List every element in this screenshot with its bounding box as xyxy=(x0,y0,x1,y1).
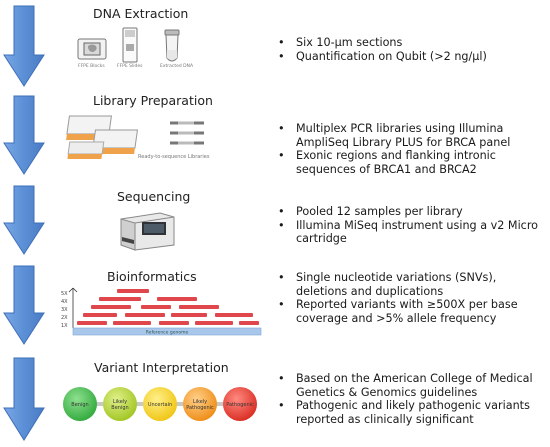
class-benign-label: Benign xyxy=(71,402,88,408)
coverage-label-3x: 3X xyxy=(61,307,68,313)
pcr-plates-image xyxy=(66,115,139,159)
class-pathogenic-circle xyxy=(223,387,257,421)
read-bar xyxy=(77,321,107,325)
ffpe-slides-label: FFPE Slides xyxy=(117,64,143,69)
read-bar xyxy=(215,313,253,317)
read-bar xyxy=(157,297,197,301)
read-bar xyxy=(171,313,207,317)
arrow-2 xyxy=(3,95,45,175)
arrow-4 xyxy=(3,265,45,345)
ready-libraries-label: Ready-to-sequence Libraries xyxy=(138,154,210,160)
ffpe-slide-icon xyxy=(122,27,138,63)
step-title-sequencing: Sequencing xyxy=(117,189,191,204)
ffpe-block-icon xyxy=(77,38,107,60)
class-pathogenic-label: Pathogenic xyxy=(226,402,254,408)
step-title-dna-extraction: DNA Extraction xyxy=(93,6,189,21)
class-likely-benign-circle xyxy=(103,387,137,421)
coverage-label-4x: 4X xyxy=(61,299,68,305)
step-title-variant-interpretation: Variant Interpretation xyxy=(94,360,229,375)
coverage-label-5x: 5X xyxy=(61,291,68,297)
bioinformatics-bullets: Single nucleotide variations (SNVs), del… xyxy=(278,271,548,325)
bullet-pathogenic-variants: Pathogenic and likely pathogenic variant… xyxy=(278,399,548,426)
step-title-bioinformatics: Bioinformatics xyxy=(107,269,197,284)
variant-interpretation-bullets: Based on the American College of Medical… xyxy=(278,372,548,426)
bullet-sections: Six 10-µm sections xyxy=(278,36,548,50)
arrow-1 xyxy=(3,5,45,87)
reference-genome-bar xyxy=(72,327,262,336)
sequencing-bullets: Pooled 12 samples per library Illumina M… xyxy=(278,205,548,246)
class-benign-circle xyxy=(63,387,97,421)
read-bar xyxy=(91,305,131,309)
bullet-snvs: Single nucleotide variations (SNVs), del… xyxy=(278,271,548,298)
class-uncertain-label: Uncertain xyxy=(148,402,172,408)
read-bar xyxy=(179,305,219,309)
bullet-miseq: Illumina MiSeq instrument using a v2 Mic… xyxy=(278,219,548,246)
workflow-arrows xyxy=(3,5,45,441)
step-title-library-preparation: Library Preparation xyxy=(93,93,213,108)
read-bar xyxy=(83,313,117,317)
read-bar xyxy=(159,321,189,325)
library-preparation-bullets: Multiplex PCR libraries using Illumina A… xyxy=(278,122,548,176)
coverage-label-1x: 1X xyxy=(61,323,68,329)
ffpe-blocks-label: FFPE Blocks xyxy=(78,64,105,69)
bullet-pooled-samples: Pooled 12 samples per library xyxy=(278,205,548,219)
read-bar xyxy=(99,297,141,301)
miseq-instrument-image xyxy=(120,212,175,251)
arrow-5 xyxy=(3,357,45,441)
class-likely-pathogenic-circle xyxy=(183,387,217,421)
class-uncertain-circle xyxy=(143,387,177,421)
arrow-3 xyxy=(3,185,45,255)
bullet-exonic-regions: Exonic regions and flanking intronic seq… xyxy=(278,149,548,176)
read-bar xyxy=(239,321,259,325)
bullet-quantification: Quantification on Qubit (>2 ng/µl) xyxy=(278,50,548,64)
read-alignment-diagram: 5X 4X 3X 2X 1X Reference genome xyxy=(61,287,262,336)
read-bar xyxy=(141,305,171,309)
read-bar xyxy=(113,321,151,325)
extracted-dna-label: Extracted DNA xyxy=(160,64,194,69)
reference-genome-label: Reference genome xyxy=(146,330,189,336)
read-bar xyxy=(195,321,233,325)
read-bar xyxy=(125,313,165,317)
read-bar xyxy=(117,289,149,293)
dna-tube-icon xyxy=(164,29,180,62)
library-fragments-icon xyxy=(170,121,204,145)
coverage-label-2x: 2X xyxy=(61,315,68,321)
bullet-reported-variants: Reported variants with ≥500X per base co… xyxy=(278,298,548,325)
bullet-acmg-guidelines: Based on the American College of Medical… xyxy=(278,372,548,399)
bullet-multiplex-pcr: Multiplex PCR libraries using Illumina A… xyxy=(278,122,548,149)
dna-extraction-bullets: Six 10-µm sections Quantification on Qub… xyxy=(278,36,548,63)
